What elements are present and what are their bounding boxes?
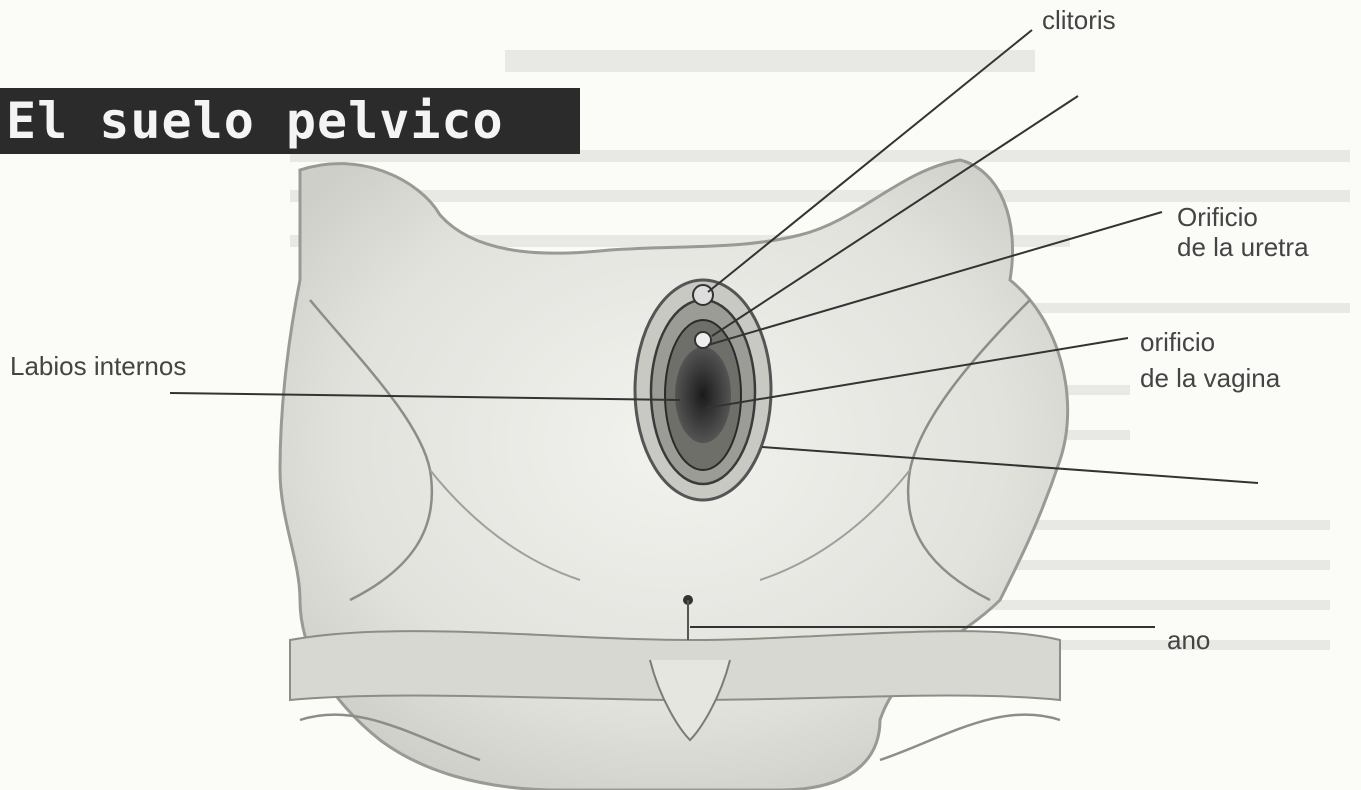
label-labios-internos: Labios internos <box>10 352 186 382</box>
label-clitoris: clitoris <box>1042 6 1116 36</box>
label-vagina-line1: orificio <box>1140 328 1215 358</box>
title-banner: El suelo pelvico <box>0 88 580 154</box>
page-title: El suelo pelvico <box>6 92 504 150</box>
label-urethra-line1: Orificio <box>1177 203 1258 233</box>
label-ano: ano <box>1167 626 1210 656</box>
label-urethra-line2: de la uretra <box>1177 233 1309 263</box>
label-vagina-line2: de la vagina <box>1140 364 1280 394</box>
